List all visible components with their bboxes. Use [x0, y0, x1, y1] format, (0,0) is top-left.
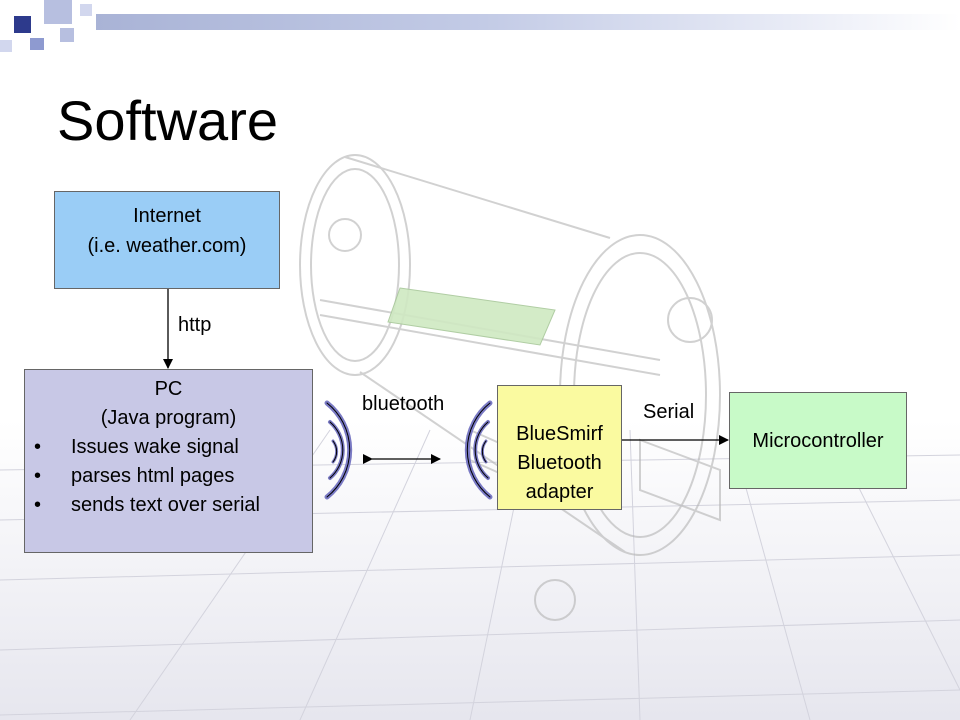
pc-box: PC (Java program) Issues wake signal par… [24, 369, 313, 553]
header-square [30, 38, 44, 50]
internet-title: Internet [133, 205, 201, 227]
pc-title: PC [154, 378, 183, 400]
pc-bullet-list: Issues wake signal parses html pages sen… [25, 433, 312, 520]
microcontroller-label: Microcontroller [752, 430, 884, 452]
bluetooth-label: bluetooth [362, 393, 445, 415]
internet-subtitle: (i.e. weather.com) [87, 235, 247, 257]
bluesmirf-box: BlueSmirf Bluetooth adapter [497, 385, 622, 510]
header-square [44, 0, 72, 24]
header-square [14, 16, 31, 33]
bluetooth-signal-right-icon [464, 400, 493, 500]
bluetooth-signal-left-icon [324, 400, 353, 500]
bluesmirf-line: BlueSmirf [516, 423, 603, 445]
pc-subtitle: (Java program) [100, 407, 237, 429]
internet-box: Internet (i.e. weather.com) [54, 191, 280, 289]
http-label: http [178, 314, 212, 336]
serial-label: Serial [643, 401, 695, 423]
microcontroller-box: Microcontroller [729, 392, 907, 489]
header-square [80, 4, 92, 16]
header-square [0, 40, 12, 52]
pc-bullet-item: sends text over serial [25, 491, 312, 520]
bluesmirf-line: adapter [525, 481, 594, 503]
bluesmirf-line: Bluetooth [517, 452, 602, 474]
header-square [60, 28, 74, 42]
pc-bullet-item: parses html pages [25, 462, 312, 491]
slide-title: Software [57, 89, 278, 152]
header-gradient-bar [96, 14, 960, 30]
green-board [387, 287, 556, 346]
pc-bullet-item: Issues wake signal [25, 433, 312, 462]
